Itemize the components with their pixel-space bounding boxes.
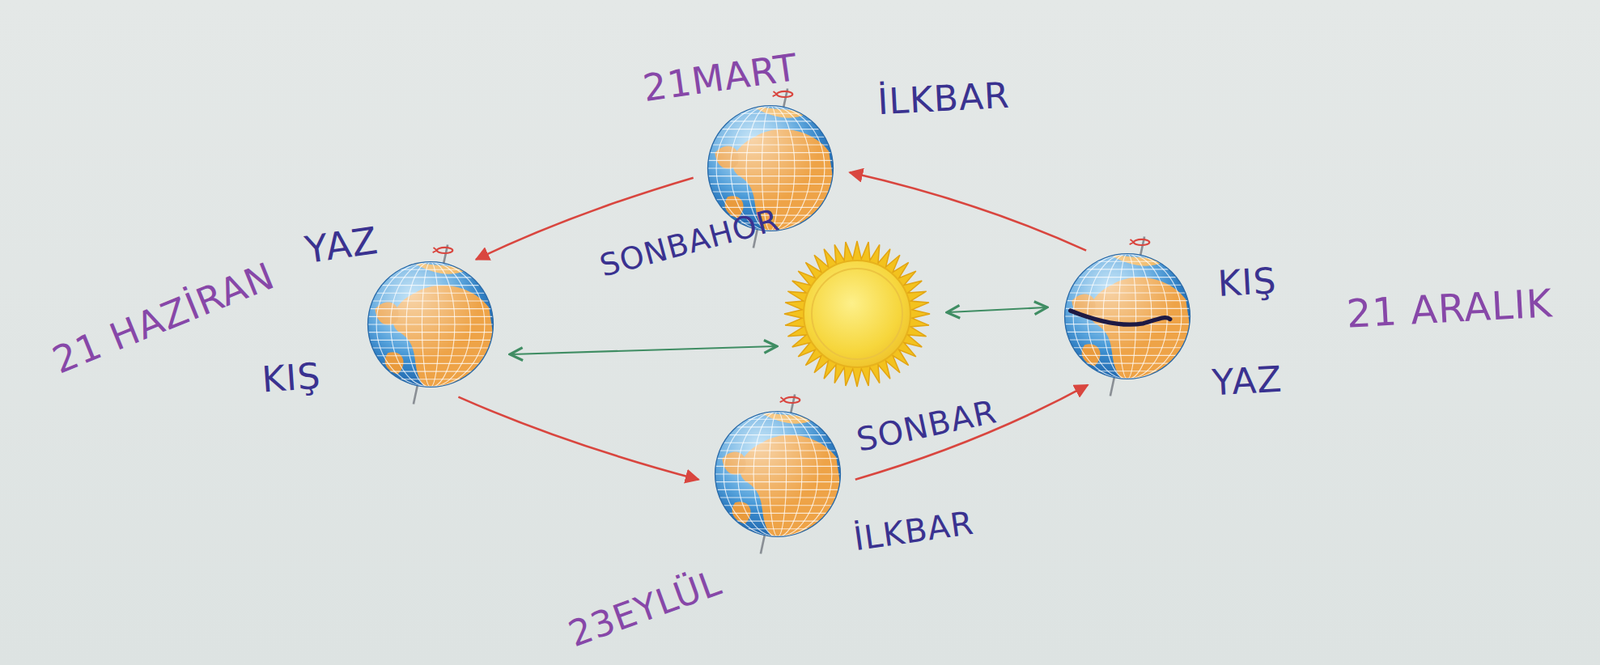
season-label: KIŞ (1217, 263, 1278, 302)
globe-drawing (1056, 245, 1199, 388)
earth-globe: 21 HAZİRANYAZKIŞ (359, 253, 502, 396)
season-label: SONBAHOR (596, 203, 783, 282)
earth-globe: 21MARTİLKBARSONBAHOR (699, 97, 842, 240)
date-label: 21MART (640, 48, 801, 107)
season-label: KIŞ (260, 358, 323, 399)
sun-ring (811, 268, 903, 360)
sun-disk (803, 260, 911, 368)
globe-drawing (706, 403, 849, 546)
season-label: YAZ (302, 221, 381, 269)
date-label: 23EYLÜL (564, 564, 726, 654)
sun-arrow (948, 307, 1046, 313)
sun-arrow (511, 346, 776, 355)
orbit-arrow (458, 397, 699, 480)
season-label: İLKBAR (851, 506, 976, 556)
season-label: İLKBAR (876, 77, 1011, 120)
date-label: 21 ARALIK (1345, 283, 1554, 333)
earth-globe: KIŞYAZ21 ARALIK (1056, 245, 1199, 388)
season-label: YAZ (1211, 361, 1284, 401)
earth-globe: SONBARİLKBAR23EYLÜL (706, 403, 849, 546)
globe-drawing (359, 253, 502, 396)
date-label: 21 HAZİRAN (47, 256, 280, 379)
orbit-arrow (849, 172, 1087, 251)
season-label: SONBAR (853, 394, 1000, 457)
sun-rays (784, 241, 930, 387)
